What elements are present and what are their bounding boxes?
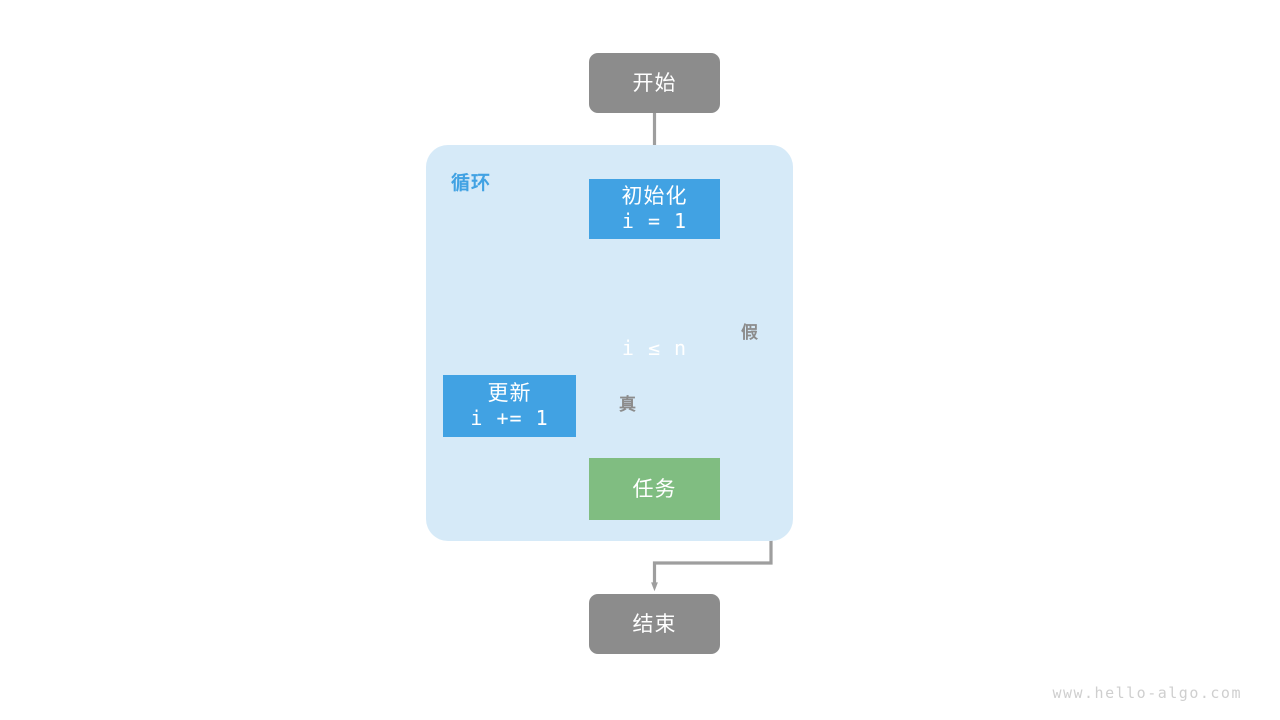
- loop-container-label: 循环: [451, 172, 492, 194]
- start-node[interactable]: [589, 53, 720, 113]
- end-node[interactable]: [589, 594, 720, 654]
- init-node[interactable]: [589, 179, 720, 239]
- edge-label-true: 真: [619, 395, 637, 415]
- edge-label-false: 假: [741, 323, 759, 343]
- task-node[interactable]: [589, 458, 720, 520]
- watermark: www.hello-algo.com: [1052, 684, 1242, 702]
- update-node[interactable]: [443, 375, 576, 437]
